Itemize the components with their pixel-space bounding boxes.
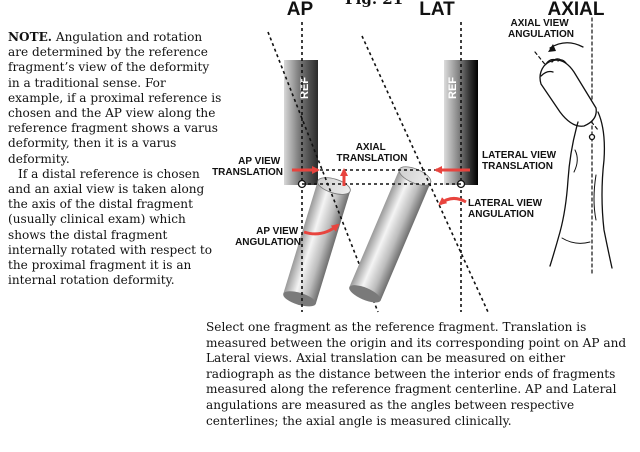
- note-paragraph-1: NOTE. Angulation and rotation are determ…: [8, 30, 223, 167]
- ap-distal-centerline: [267, 31, 379, 313]
- lat-view-diagram: REF: [349, 22, 489, 313]
- ap-reference-fragment: [284, 60, 318, 185]
- lateral-view-translation-label: LATERAL VIEW TRANSLATION: [482, 150, 559, 172]
- fig-21-diagram: Fig. 21 AP LAT AXIAL REF REF: [212, 0, 613, 313]
- note-text-block: NOTE. Angulation and rotation are determ…: [8, 30, 223, 288]
- figure-caption: Select one fragment as the reference fra…: [206, 320, 627, 428]
- note-paragraph-2: If a distal reference is chosen and an a…: [8, 166, 212, 288]
- axial-translation-label: AXIAL TRANSLATION: [337, 142, 408, 164]
- header-ap: AP: [287, 0, 314, 20]
- ap-view-translation-label: AP VIEW TRANSLATION: [212, 156, 283, 178]
- axial-angulation-arrow: [549, 42, 584, 49]
- lateral-view-angulation-arrow: [438, 197, 467, 206]
- axial-view-leg-sketch: [534, 17, 613, 276]
- ap-view-angulation-arrow: [303, 223, 340, 236]
- figure-title: Fig. 21: [345, 0, 403, 8]
- lat-distal-centerline: [361, 35, 489, 313]
- header-lat: LAT: [419, 0, 455, 20]
- lateral-view-angulation-label: LATERAL VIEW ANGULATION: [468, 198, 545, 220]
- lat-distal-fragment: [349, 166, 432, 303]
- axial-view-angulation-label: AXIAL VIEW ANGULATION: [508, 18, 574, 40]
- ap-view-angulation-label: AP VIEW ANGULATION: [235, 226, 301, 248]
- lat-reference-fragment: [444, 60, 478, 185]
- ap-view-diagram: REF: [267, 22, 379, 313]
- ap-distal-fragment: [283, 177, 351, 307]
- note-label: NOTE.: [8, 30, 53, 44]
- axial-origin-point: [588, 133, 596, 141]
- lat-ref-label: REF: [447, 77, 459, 99]
- header-axial: AXIAL: [548, 0, 605, 20]
- note-paragraph-1-text: Angulation and rotation are determined b…: [8, 30, 222, 166]
- ap-ref-label: REF: [299, 77, 311, 99]
